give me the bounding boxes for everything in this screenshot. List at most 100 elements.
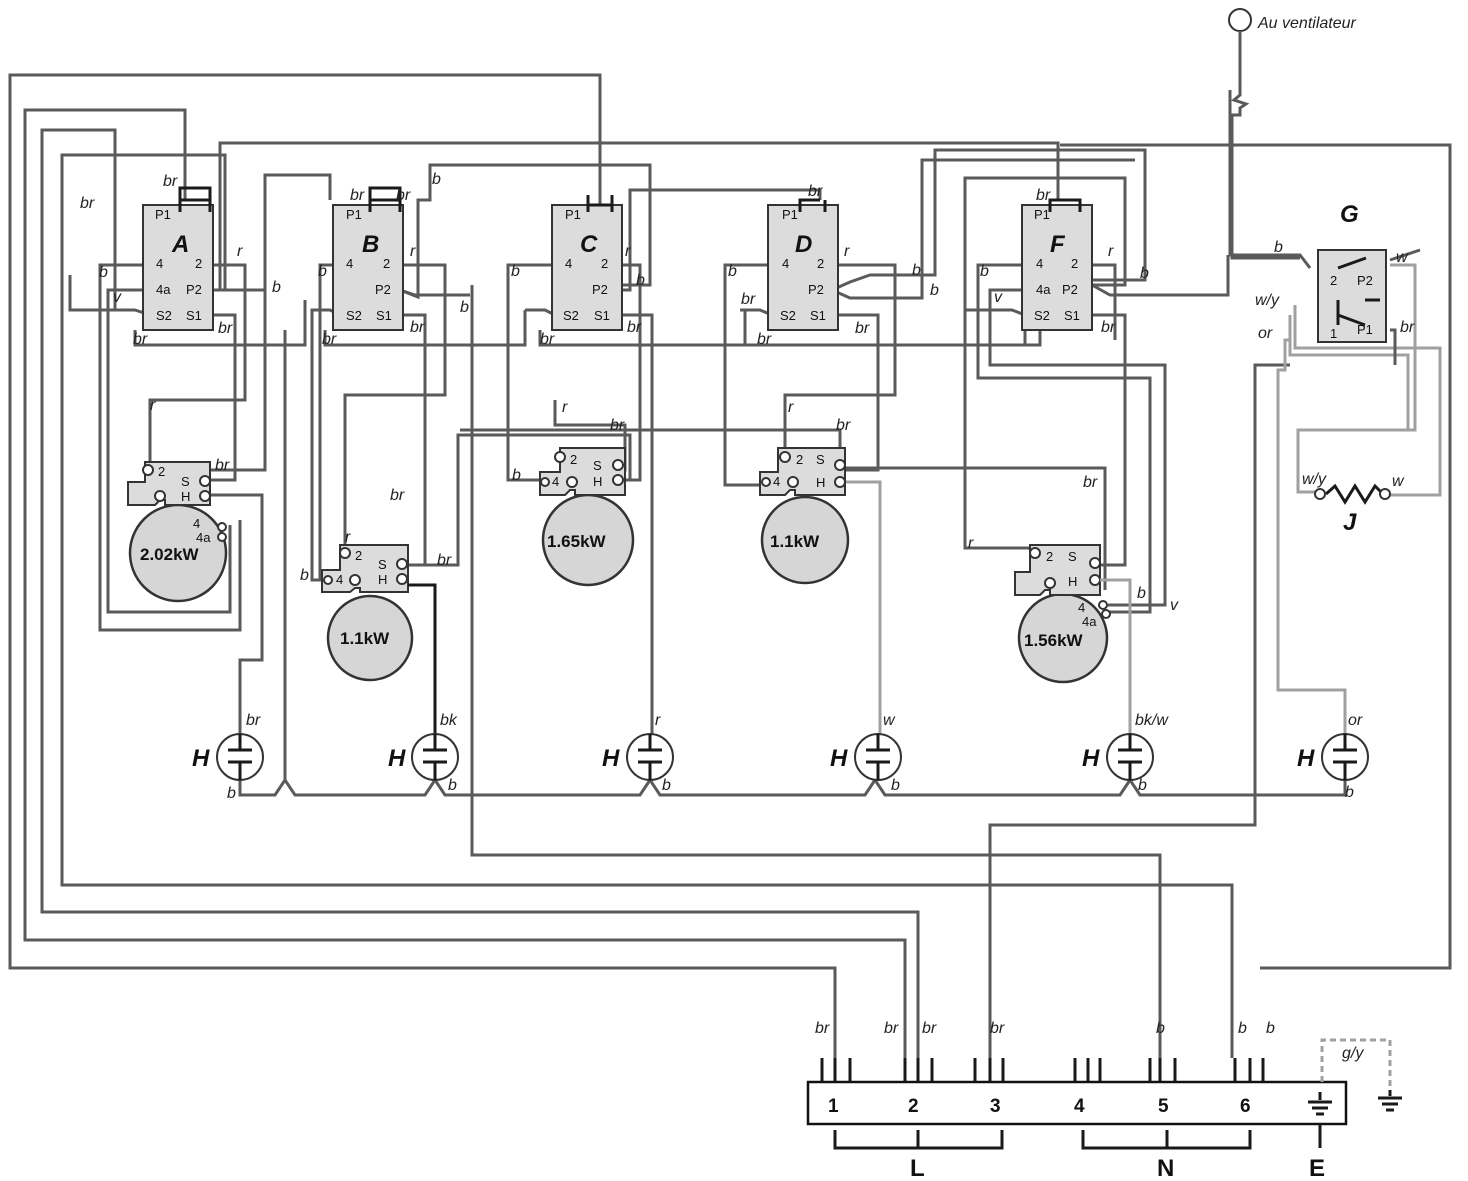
svg-text:2: 2 xyxy=(1046,549,1053,564)
svg-text:2: 2 xyxy=(158,464,165,479)
svg-text:4a: 4a xyxy=(196,530,211,545)
svg-text:b: b xyxy=(300,567,309,584)
switch-g-label: G xyxy=(1340,201,1359,228)
svg-text:4: 4 xyxy=(346,256,353,271)
switch-g: G 2 P2 1 P1 b w w/y or br xyxy=(1255,201,1442,735)
svg-text:r: r xyxy=(788,399,794,416)
svg-text:H: H xyxy=(1297,745,1315,772)
supply-wires xyxy=(8,73,1452,1058)
svg-text:N: N xyxy=(1157,1155,1174,1181)
fan-connection: Au ventilateur xyxy=(1228,8,1357,260)
switch-c-body xyxy=(551,204,623,331)
svg-text:br: br xyxy=(322,331,337,348)
svg-text:br: br xyxy=(808,183,823,200)
svg-text:S2: S2 xyxy=(1034,308,1050,323)
svg-text:4: 4 xyxy=(1036,256,1043,271)
svg-text:4: 4 xyxy=(773,474,780,489)
svg-text:H: H xyxy=(593,474,602,489)
svg-text:r: r xyxy=(562,399,568,416)
svg-text:2: 2 xyxy=(1330,273,1337,288)
lamp-4: H w b xyxy=(830,712,902,794)
switch-f: F P1 4 4a S2 2 P2 S1 br b v r b br xyxy=(963,176,1167,614)
svg-text:br: br xyxy=(1083,474,1098,491)
svg-text:2: 2 xyxy=(355,548,362,563)
svg-text:1.1kW: 1.1kW xyxy=(340,629,390,648)
fan-label: Au ventilateur xyxy=(1257,15,1357,32)
svg-text:br: br xyxy=(246,712,261,729)
svg-text:S1: S1 xyxy=(594,308,610,323)
svg-text:H: H xyxy=(816,475,825,490)
svg-text:H: H xyxy=(181,489,190,504)
svg-text:5: 5 xyxy=(1158,1096,1169,1117)
svg-text:br: br xyxy=(815,1020,830,1037)
svg-text:br: br xyxy=(410,319,425,336)
svg-text:4: 4 xyxy=(565,256,572,271)
svg-text:1: 1 xyxy=(1330,326,1337,341)
lamp-2: H bk b xyxy=(388,712,459,794)
lamp-6: H or b xyxy=(1297,712,1369,801)
svg-text:4: 4 xyxy=(1078,600,1085,615)
svg-text:b: b xyxy=(448,777,457,794)
svg-text:2: 2 xyxy=(383,256,390,271)
hotplate-circle xyxy=(326,594,414,682)
terminal-block: 1 2 3 4 5 6 L N E br br br br b b b g/y xyxy=(806,1020,1402,1181)
svg-text:r: r xyxy=(345,529,351,546)
svg-text:2: 2 xyxy=(570,452,577,467)
hotplate-1-1kw-b: 2 S H 4 1.1kW r b br br xyxy=(300,487,452,735)
svg-text:H: H xyxy=(192,745,210,772)
svg-text:2: 2 xyxy=(195,256,202,271)
svg-text:br: br xyxy=(218,320,233,337)
svg-text:bk: bk xyxy=(440,712,458,729)
svg-text:S2: S2 xyxy=(346,308,362,323)
svg-text:b: b xyxy=(1137,585,1146,602)
svg-text:bk/w: bk/w xyxy=(1135,712,1169,729)
svg-text:r: r xyxy=(237,243,243,260)
svg-text:br: br xyxy=(610,417,625,434)
svg-text:b: b xyxy=(891,777,900,794)
switch-a: A P1 4 4a S2 2 P2 S1 br br b v br r b br xyxy=(68,173,332,735)
svg-text:1.65kW: 1.65kW xyxy=(547,532,607,551)
element-j-terminal-left xyxy=(1314,488,1326,500)
svg-text:br: br xyxy=(163,173,178,190)
svg-text:w/y: w/y xyxy=(1255,292,1280,309)
svg-text:P1: P1 xyxy=(1034,207,1050,222)
svg-text:b: b xyxy=(318,263,327,280)
hotplate-circle xyxy=(760,495,850,585)
svg-text:b: b xyxy=(1345,784,1354,801)
indicator-lamps: H br b H bk b H r b H w b H xyxy=(192,712,1369,802)
svg-text:br: br xyxy=(80,195,95,212)
svg-text:br: br xyxy=(133,331,148,348)
switch-b-body xyxy=(332,204,404,331)
svg-text:b: b xyxy=(662,777,671,794)
svg-text:br: br xyxy=(1101,319,1116,336)
svg-text:br: br xyxy=(990,1020,1005,1037)
svg-text:4: 4 xyxy=(782,256,789,271)
element-j: w/y w J xyxy=(1302,471,1405,536)
svg-text:b: b xyxy=(636,272,645,289)
hotplate-1-1kw-d: 2 S H 4 1.1kW r br xyxy=(759,399,851,585)
hotplate-1-56kw: 2 S H 4 4a 1.56kW r br b v xyxy=(968,474,1179,735)
switch-b: B P1 4 S2 2 P2 S1 br br b br r b br b xyxy=(310,163,652,582)
switch-b-label: B xyxy=(362,231,379,258)
svg-text:H: H xyxy=(602,745,620,772)
svg-text:P2: P2 xyxy=(592,282,608,297)
svg-text:b: b xyxy=(1156,1020,1165,1037)
svg-text:4: 4 xyxy=(552,474,559,489)
switch-f-body xyxy=(1021,204,1093,331)
switch-c-label: C xyxy=(580,231,598,258)
svg-text:br: br xyxy=(922,1020,937,1037)
svg-text:P2: P2 xyxy=(375,282,391,297)
svg-text:4a: 4a xyxy=(156,282,171,297)
svg-text:b: b xyxy=(1140,265,1149,282)
svg-text:S: S xyxy=(1068,549,1077,564)
svg-text:3: 3 xyxy=(990,1096,1001,1117)
svg-text:r: r xyxy=(655,712,661,729)
svg-text:1.56kW: 1.56kW xyxy=(1024,631,1084,650)
switch-f-label: F xyxy=(1050,231,1066,258)
element-j-terminal-right xyxy=(1379,488,1391,500)
chassis-earth-icon xyxy=(1378,1090,1402,1112)
switch-g-body xyxy=(1317,249,1387,343)
svg-text:r: r xyxy=(1108,243,1114,260)
svg-text:P2: P2 xyxy=(186,282,202,297)
svg-text:H: H xyxy=(1068,574,1077,589)
